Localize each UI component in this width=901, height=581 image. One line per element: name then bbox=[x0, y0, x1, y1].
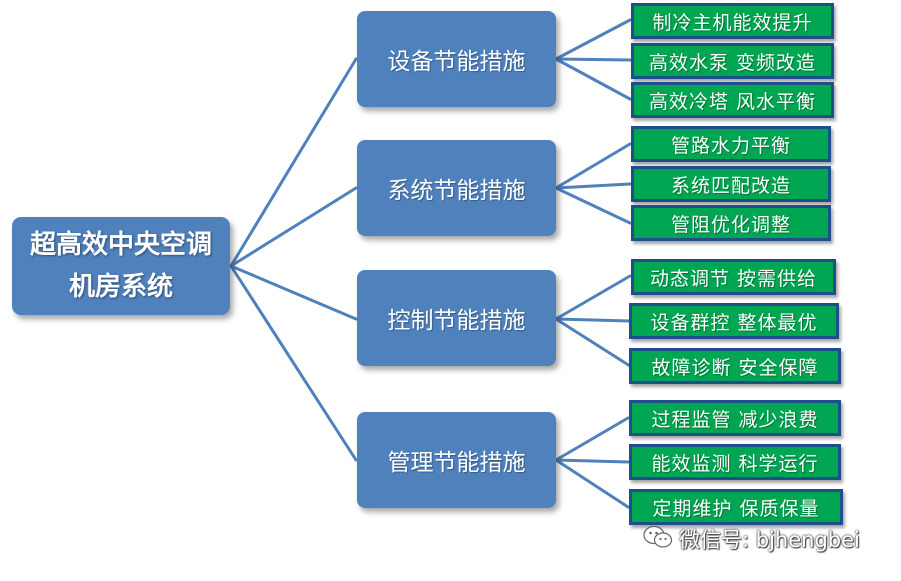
leaf-label: 管路水力平衡 bbox=[670, 134, 791, 157]
category-label: 设备节能措施 bbox=[387, 49, 526, 75]
category-label: 控制节能措施 bbox=[387, 308, 526, 334]
leaf-label: 过程监管 减少浪费 bbox=[651, 408, 819, 431]
category-label: 管理节能措施 bbox=[387, 450, 526, 476]
leaf-label: 设备群控 整体最优 bbox=[650, 311, 818, 334]
category-management: 管理节能措施 bbox=[357, 412, 556, 508]
connector-cat1-leaf1 bbox=[554, 18, 632, 61]
category-system: 系统节能措施 bbox=[357, 140, 556, 236]
connector-root-to-category-1 bbox=[229, 57, 358, 268]
leaf-label: 定期维护 保质保量 bbox=[652, 497, 820, 520]
connector-cat3-leaf3 bbox=[554, 317, 632, 368]
category-control: 控制节能措施 bbox=[357, 270, 556, 366]
leaf-label: 高效冷塔 风水平衡 bbox=[648, 90, 817, 113]
connector-cat3-leaf1 bbox=[554, 274, 632, 321]
category-label: 系统节能措施 bbox=[387, 178, 526, 204]
leaf-label: 高效水泵 变频改造 bbox=[648, 51, 817, 74]
connector-root-to-category-3 bbox=[229, 264, 358, 321]
leaf-item: 高效冷塔 风水平衡 bbox=[631, 82, 834, 118]
connector-root-to-category-4 bbox=[229, 264, 358, 462]
connector-cat4-leaf1 bbox=[554, 416, 630, 462]
connector-cat1-leaf3 bbox=[554, 57, 632, 101]
watermark-text: 微信号: bjhengbei bbox=[679, 528, 860, 552]
root-title-line1: 超高效中央空调 bbox=[29, 230, 212, 260]
root-title-line2: 机房系统 bbox=[68, 272, 173, 302]
leaf-item: 高效水泵 变频改造 bbox=[631, 43, 834, 79]
category-equipment: 设备节能措施 bbox=[357, 11, 556, 107]
leaf-item: 管路水力平衡 bbox=[631, 126, 831, 162]
connector-cat2-leaf1 bbox=[554, 142, 632, 190]
leaf-item: 定期维护 保质保量 bbox=[629, 489, 843, 525]
leaf-item: 管阻优化调整 bbox=[631, 205, 831, 241]
root-node: 超高效中央空调 机房系统 bbox=[12, 217, 230, 315]
leaf-label: 能效监测 科学运行 bbox=[651, 452, 819, 475]
leaf-label: 动态调节 按需供给 bbox=[649, 267, 818, 290]
connector-cat1-leaf2 bbox=[554, 57, 632, 62]
watermark: 微信号: bjhengbei bbox=[643, 524, 860, 554]
leaf-item: 过程监管 减少浪费 bbox=[629, 400, 841, 436]
connector-cat2-leaf2 bbox=[554, 182, 632, 190]
wechat-icon bbox=[643, 524, 673, 555]
leaf-item: 制冷主机能效提升 bbox=[631, 3, 834, 39]
connector-cat4-leaf3 bbox=[554, 458, 630, 509]
connector-cat4-leaf2 bbox=[554, 458, 630, 464]
leaf-label: 故障诊断 安全保障 bbox=[651, 356, 819, 379]
connector-cat3-leaf2 bbox=[554, 317, 632, 323]
leaf-label: 管阻优化调整 bbox=[670, 213, 791, 236]
leaf-item: 动态调节 按需供给 bbox=[631, 259, 836, 295]
leaf-label: 制冷主机能效提升 bbox=[652, 11, 813, 34]
leaf-label: 系统匹配改造 bbox=[670, 174, 791, 197]
leaf-item: 能效监测 科学运行 bbox=[629, 444, 841, 480]
connector-root-to-category-2 bbox=[229, 186, 358, 268]
leaf-item: 设备群控 整体最优 bbox=[629, 303, 839, 339]
leaf-item: 系统匹配改造 bbox=[631, 166, 831, 202]
connector-cat2-leaf3 bbox=[554, 186, 632, 225]
leaf-item: 故障诊断 安全保障 bbox=[629, 348, 841, 384]
